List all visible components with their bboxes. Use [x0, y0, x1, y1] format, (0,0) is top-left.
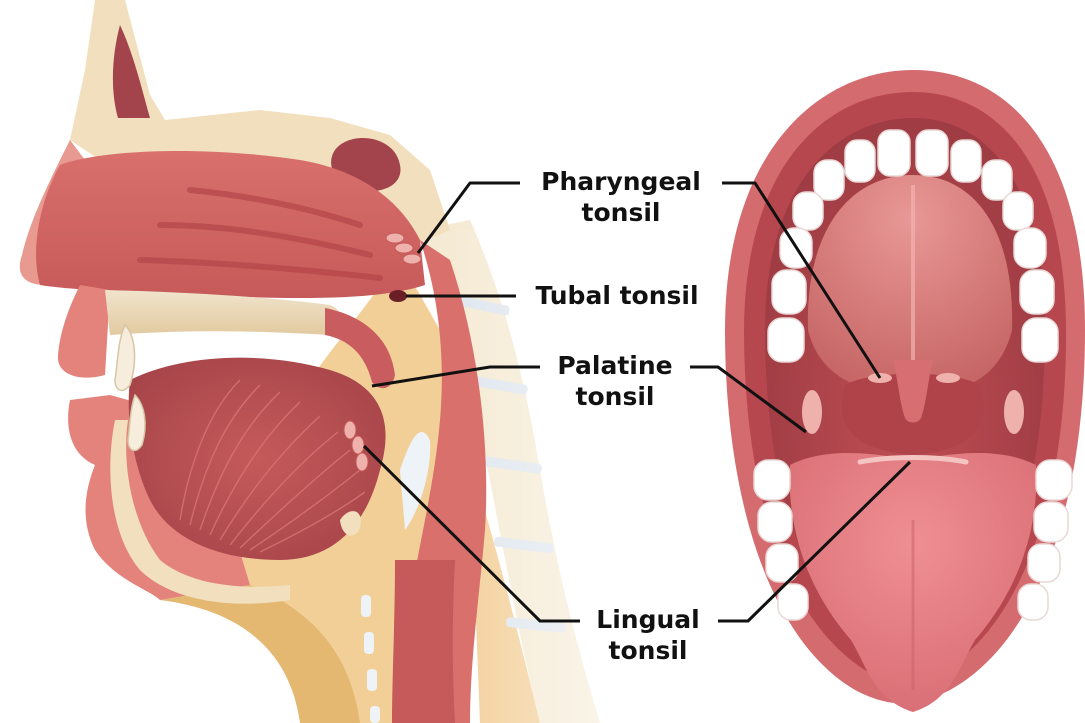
label-palatine-line2: tonsil	[540, 381, 690, 412]
label-tubal-tonsil: Tubal tonsil	[522, 280, 712, 311]
label-tubal-line1: Tubal tonsil	[522, 280, 712, 311]
sagittal-head-section	[20, 0, 620, 723]
label-palatine-tonsil: Palatine tonsil	[540, 350, 690, 412]
label-lingual-line2: tonsil	[580, 635, 716, 666]
label-pharyngeal-tonsil: Pharyngeal tonsil	[526, 166, 716, 228]
tubal-tonsil-opening	[389, 290, 407, 302]
upper-incisor	[115, 325, 135, 390]
palatine-tonsil-right	[1004, 390, 1024, 434]
open-mouth-front-view	[725, 70, 1085, 712]
upper-lip	[58, 285, 110, 378]
esophagus	[392, 560, 455, 723]
label-lingual-tonsil: Lingual tonsil	[580, 604, 716, 666]
label-lingual-line1: Lingual	[580, 604, 716, 635]
palatine-tonsil-left	[802, 390, 822, 434]
label-palatine-line1: Palatine	[540, 350, 690, 381]
label-pharyngeal-line2: tonsil	[526, 197, 716, 228]
label-pharyngeal-line1: Pharyngeal	[526, 166, 716, 197]
